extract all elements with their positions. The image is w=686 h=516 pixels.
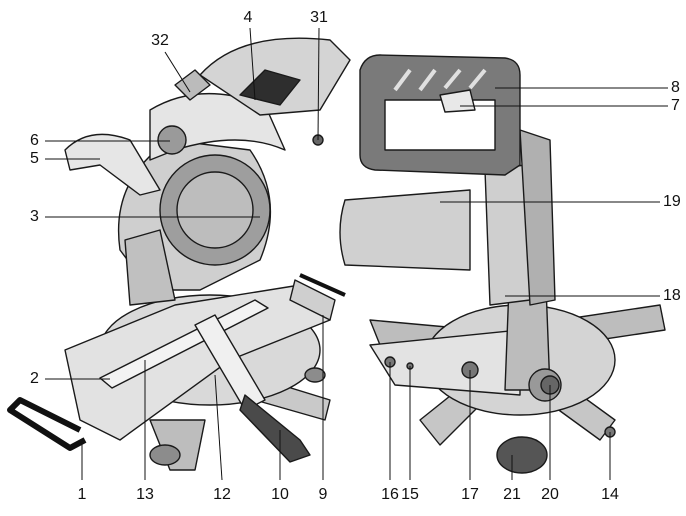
rear-plate bbox=[369, 329, 521, 396]
left-saw bbox=[7, 37, 351, 471]
callout-2: 2 bbox=[30, 370, 39, 387]
callout-8: 8 bbox=[671, 79, 680, 96]
motor-housing bbox=[339, 189, 471, 271]
leader-31 bbox=[317, 27, 320, 141]
blade-inner bbox=[176, 171, 254, 249]
callout-31: 31 bbox=[310, 9, 328, 26]
callout-19: 19 bbox=[663, 193, 681, 210]
top-arm bbox=[174, 69, 211, 101]
saw-lever bbox=[64, 133, 161, 196]
callout-10: 10 bbox=[271, 486, 289, 503]
callout-18: 18 bbox=[663, 287, 681, 304]
callout-32: 32 bbox=[151, 32, 169, 49]
leader-32 bbox=[164, 51, 191, 93]
callout-9: 9 bbox=[318, 486, 328, 503]
miter-lock-knob bbox=[496, 436, 548, 474]
side-bar bbox=[289, 279, 336, 321]
carry-handle bbox=[7, 397, 87, 451]
right-foot-pad bbox=[304, 367, 326, 383]
miter-arm bbox=[194, 314, 266, 411]
base-plate bbox=[64, 284, 331, 441]
right-saw bbox=[339, 54, 666, 474]
guard-side bbox=[519, 129, 556, 306]
callout-12: 12 bbox=[213, 486, 231, 503]
callout-14: 14 bbox=[601, 486, 619, 503]
callout-7: 7 bbox=[671, 97, 680, 114]
callout-16: 16 bbox=[381, 486, 399, 503]
callout-4: 4 bbox=[243, 9, 253, 26]
left-foot-pad bbox=[149, 444, 181, 466]
grip-stripes bbox=[393, 68, 487, 92]
callout-5: 5 bbox=[30, 150, 39, 167]
pivot-housing bbox=[124, 229, 176, 306]
side-bar-rod bbox=[299, 273, 346, 297]
callout-13: 13 bbox=[136, 486, 154, 503]
callout-20: 20 bbox=[541, 486, 559, 503]
callout-17: 17 bbox=[461, 486, 479, 503]
depth-knob bbox=[157, 125, 187, 155]
callout-1: 1 bbox=[77, 486, 87, 503]
callout-15: 15 bbox=[401, 486, 419, 503]
callout-6: 6 bbox=[30, 132, 39, 149]
leader-lines bbox=[45, 27, 668, 481]
leader-12 bbox=[214, 374, 223, 481]
leader-4 bbox=[249, 27, 256, 101]
handle-opening bbox=[384, 99, 496, 151]
callout-3: 3 bbox=[30, 208, 39, 225]
callout-21: 21 bbox=[503, 486, 521, 503]
miter-lock-handle bbox=[239, 394, 311, 463]
